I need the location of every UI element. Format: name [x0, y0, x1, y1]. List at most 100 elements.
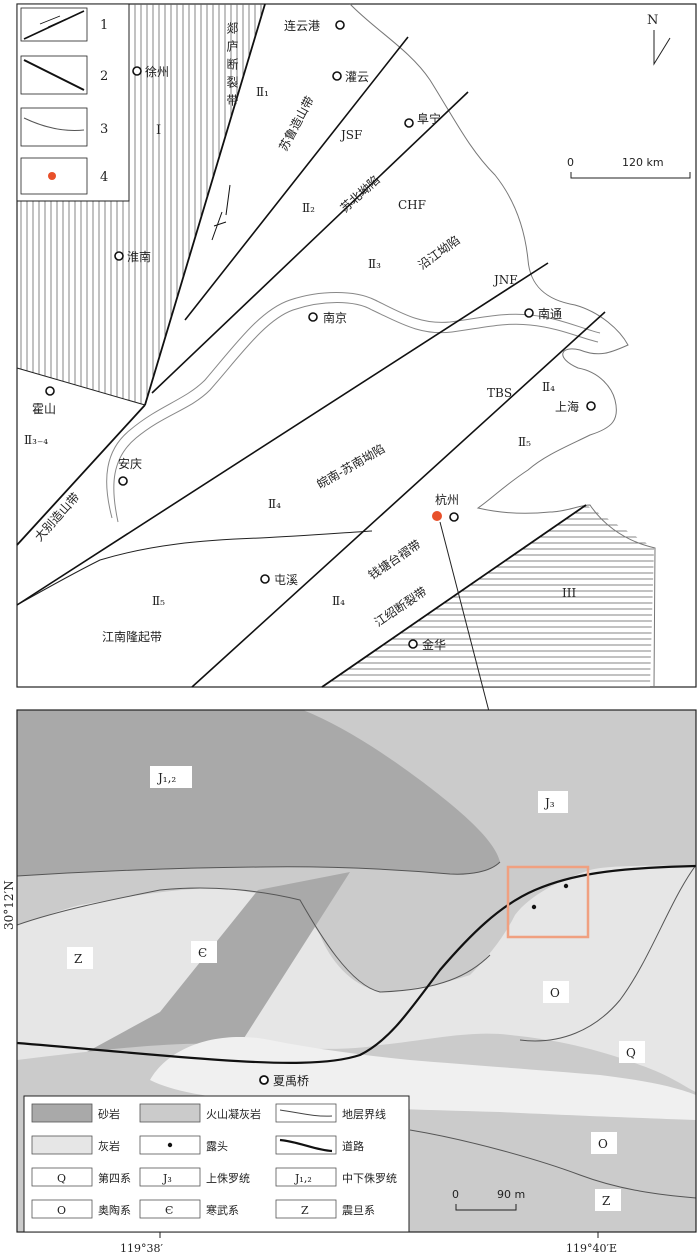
boundary-symbol	[279, 1109, 333, 1117]
unit-j12-area	[17, 710, 500, 876]
city-anqing: 安庆	[118, 456, 142, 471]
jsf-fault	[184, 36, 409, 321]
sample-area-highlight	[506, 865, 590, 939]
legend-outcrop: 露头	[206, 1140, 228, 1153]
tectonic-map: 1 2 3 4 N 0 120	[16, 3, 697, 688]
detail-unit-z-right: Z	[602, 1194, 610, 1208]
chf-fault	[151, 91, 469, 394]
city-huoshan: 霍山	[32, 402, 56, 416]
city-marker-anqing	[118, 476, 128, 486]
legend-j3-symbol: J₃	[162, 1172, 172, 1185]
fault-code-jsf: JSF	[339, 128, 362, 142]
legend-swatch-tuff	[139, 1103, 201, 1123]
city-lianyungang: 连云港	[284, 18, 320, 33]
cathaysia-block-hatch	[322, 505, 654, 687]
city-marker-huainan	[114, 251, 124, 261]
legend-item-fault: 2	[20, 55, 108, 95]
legend-item-coastline: 3	[20, 107, 108, 147]
city-nantong: 南通	[538, 306, 562, 321]
detail-unit-o-right: O	[598, 1137, 608, 1151]
unit-iii: III	[562, 586, 576, 600]
legend-j3-text: 上侏罗统	[206, 1172, 250, 1185]
legend-q-text: 第四系	[98, 1171, 131, 1185]
label-box-o	[543, 981, 569, 1003]
place-marker-xiayuqiao	[259, 1075, 269, 1085]
legend-swatch-o	[31, 1199, 93, 1219]
longitude-left-label: 119°38′	[120, 1242, 163, 1255]
detail-unit-q: Q	[626, 1046, 636, 1060]
detail-scale-zero: 0	[452, 1188, 459, 1201]
jiangshao-fault	[321, 504, 587, 688]
legend-road: 道路	[342, 1139, 364, 1153]
city-marker-jinhua	[408, 639, 418, 649]
boundary-line-4	[409, 1129, 696, 1199]
unit-boundary-jiangnan	[16, 530, 373, 606]
city-marker-huoshan	[45, 386, 55, 396]
legend-num-2: 2	[100, 69, 108, 84]
unit-cambrian-area	[17, 872, 350, 1105]
detail-unit-j3: J₃	[543, 796, 555, 810]
city-marker-funing	[404, 118, 414, 128]
place-xiayuqiao: 夏禹桥	[273, 1074, 309, 1088]
outcrop-icon	[167, 1142, 173, 1148]
unit-ii2: Ⅱ₂	[302, 201, 315, 215]
legend-j12-text: 中下侏罗统	[342, 1172, 397, 1185]
legend-swatch-boundary	[275, 1103, 337, 1123]
detail-unit-labels: J₁,₂ J₃ Z Є O Q O Z	[67, 766, 645, 1211]
city-markers: 连云港 徐州 灌云 阜宁 淮南 南京 南通 霍山 上海 安庆 杭州 屯溪	[32, 18, 596, 652]
city-marker-nantong	[524, 308, 534, 318]
detail-unit-o: O	[550, 986, 560, 1000]
yangtze-river	[106, 292, 601, 519]
legend-z-text: 震旦系	[342, 1204, 375, 1217]
city-huainan: 淮南	[127, 249, 151, 264]
legend-q-symbol: Q	[57, 1172, 66, 1185]
strike-slip-arrows	[211, 184, 231, 241]
label-box-j3	[538, 791, 568, 813]
outcrop-dot-2	[563, 883, 569, 889]
city-marker-shanghai	[586, 401, 596, 411]
boundary-line-1	[17, 861, 501, 877]
city-nanjing: 南京	[323, 310, 347, 325]
unit-ii5-sw: Ⅱ₅	[152, 594, 165, 608]
city-tunxi: 屯溪	[274, 573, 298, 587]
latitude-label: 30°12′N	[2, 880, 16, 930]
legend-j12-symbol: J₁,₂	[294, 1172, 312, 1185]
city-marker-xuzhou	[132, 66, 142, 76]
fault-code-tbs: TBS	[487, 386, 512, 400]
unit-boundary-north	[16, 367, 146, 406]
outcrop-dot-1	[531, 904, 537, 910]
boundary-line-3	[519, 864, 696, 1042]
unit-ii5-ne: Ⅱ₅	[518, 435, 531, 449]
top-scale-zero: 0	[567, 156, 574, 169]
dabie-fault	[16, 404, 146, 546]
city-shanghai: 上海	[555, 399, 579, 414]
legend-c-symbol: Є	[165, 1204, 173, 1217]
top-scale-distance: 120 km	[622, 156, 664, 169]
legend-limestone: 灰岩	[98, 1139, 120, 1153]
legend-swatch-q	[31, 1167, 93, 1187]
detail-scale-distance: 90 m	[497, 1188, 525, 1201]
legend-tuff: 火山凝灰岩	[206, 1107, 261, 1121]
city-marker-lianyungang	[335, 20, 345, 30]
boundary-line-2	[17, 887, 491, 993]
city-funing: 阜宁	[417, 111, 441, 126]
legend-num-1: 1	[100, 18, 108, 33]
detail-legend: 砂岩 火山凝灰岩 地层界线 灰岩 露头 道路 Q 第四系 J₃ 上侏罗统 J₁,…	[23, 1095, 410, 1233]
unit-ii4-w: Ⅱ₄	[268, 497, 281, 511]
coastline	[349, 3, 656, 688]
legend-swatch-z	[275, 1199, 337, 1219]
fault-codes: JSF CHF JNF TBS	[339, 128, 518, 400]
zone-jiangnan: 江南隆起带	[102, 629, 162, 644]
label-box-j12	[150, 766, 192, 788]
road-symbol	[279, 1138, 333, 1153]
legend-sandstone: 砂岩	[98, 1107, 120, 1121]
label-box-o-right	[591, 1132, 617, 1154]
legend-swatch-j3	[139, 1167, 201, 1187]
longitude-right-label: 119°40′E	[566, 1242, 617, 1255]
city-marker-nanjing	[308, 312, 318, 322]
fault-code-jnf: JNF	[492, 273, 518, 287]
label-box-q	[619, 1041, 645, 1063]
geologic-detail-map: J₁,₂ J₃ Z Є O Q O Z 夏禹桥 30°12′N 119°38′ …	[2, 709, 697, 1255]
tbs-fault	[191, 311, 606, 688]
